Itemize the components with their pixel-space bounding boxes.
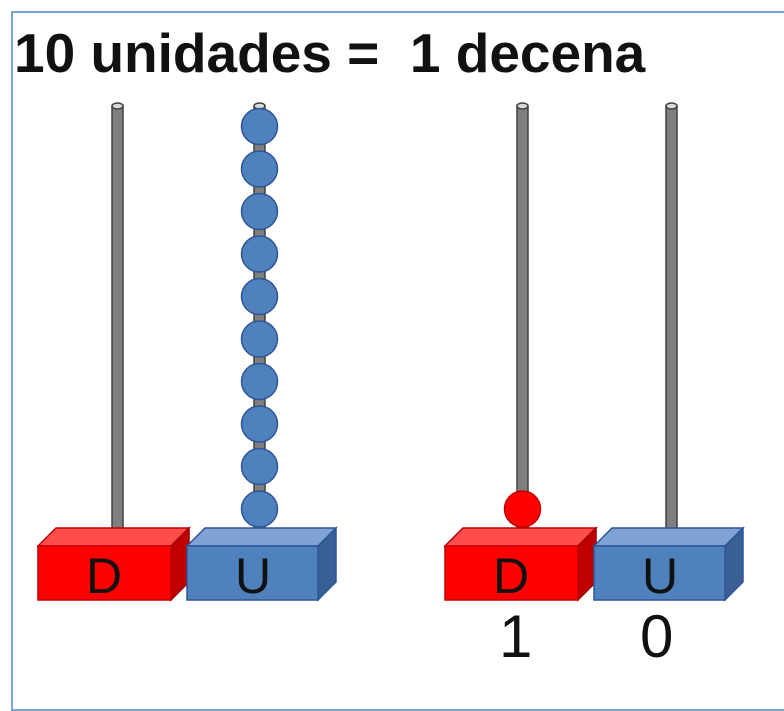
left-units-block-top — [185, 527, 338, 547]
unit-bead — [240, 362, 279, 401]
left-tens-rod-cap — [111, 102, 124, 110]
diagram-title: 10 unidades = 1 decena — [14, 22, 646, 84]
right-tens-label: D — [493, 548, 529, 604]
unit-bead — [240, 150, 279, 188]
right-tens-block-top — [443, 527, 598, 547]
right-units-rod-cap — [665, 102, 678, 110]
unit-bead — [240, 277, 279, 316]
left-tens-block-front — [37, 545, 172, 601]
right-tens-rod — [516, 105, 529, 535]
unit-bead — [240, 490, 279, 528]
unit-bead — [240, 447, 279, 486]
left-tens-block-top — [36, 527, 191, 547]
abacus-right: D U — [443, 102, 745, 604]
right-units-label: U — [642, 548, 678, 604]
right-tens-beads — [503, 490, 542, 528]
abacus-left: D U — [36, 102, 338, 604]
right-tens-rod-cap — [516, 102, 529, 110]
left-tens-label: D — [86, 548, 122, 604]
unit-bead — [240, 405, 279, 443]
left-units-label: U — [235, 548, 271, 604]
right-units-block-top — [592, 527, 745, 547]
unit-bead — [240, 107, 279, 146]
left-units-block-front — [186, 545, 319, 601]
right-units-block-front — [593, 545, 726, 601]
unit-bead — [240, 235, 279, 273]
left-units-beads — [240, 107, 279, 528]
units-digit: 0 — [640, 603, 674, 670]
unit-bead — [240, 192, 279, 231]
abacus-diagram: D U D U — [36, 102, 745, 604]
unit-bead — [240, 320, 279, 358]
tens-digit: 1 — [499, 603, 533, 670]
left-tens-rod — [111, 105, 124, 535]
right-units-rod — [665, 105, 678, 535]
right-tens-block-front — [444, 545, 579, 601]
ten-bead — [503, 490, 542, 528]
